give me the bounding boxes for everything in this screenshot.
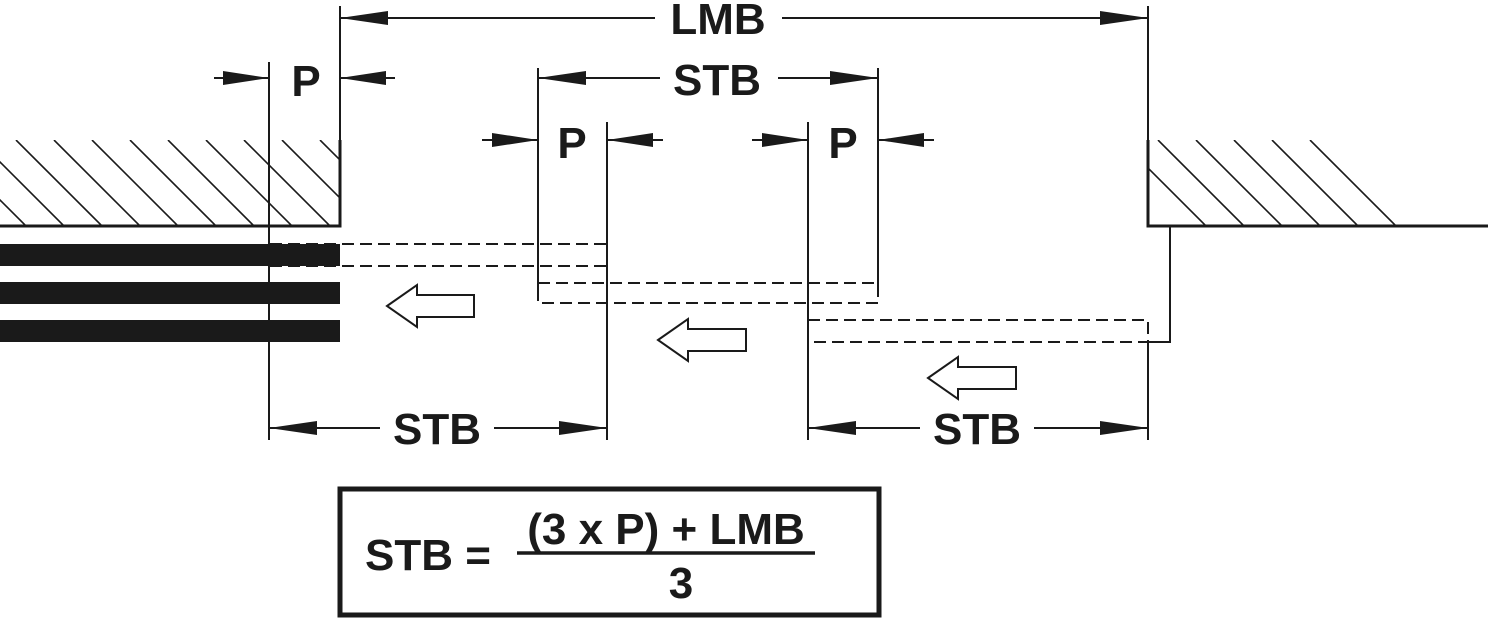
lmb-label: LMB: [670, 0, 765, 44]
stb-bottom-left-label: STB: [393, 405, 481, 454]
extension-lines: [268, 6, 1149, 440]
formula-lhs: STB =: [365, 531, 491, 580]
direction-arrow-left-icon: [656, 317, 747, 363]
right-end-bracket: [1148, 225, 1171, 343]
arrow-right-icon: [1100, 421, 1148, 435]
formula-denominator: 3: [669, 559, 693, 608]
p-left-dimension: P: [214, 57, 395, 106]
stb-bottom-right-dimension: STB: [808, 405, 1148, 454]
p-mid1-label: P: [557, 119, 586, 168]
runner-bar-1: [0, 244, 340, 266]
left-wall-hatching: [0, 140, 340, 226]
direction-arrows: [385, 283, 1017, 401]
stb-bottom-left-dimension: STB: [269, 405, 607, 454]
formula-box: STB = (3 x P) + LMB 3: [337, 486, 882, 618]
left-wall-outline: [0, 140, 342, 228]
p-mid2-dimension: P: [752, 119, 934, 168]
arrow-left-icon: [607, 133, 653, 147]
right-wall-hatching: [1148, 140, 1397, 226]
arrow-left-icon: [808, 421, 856, 435]
arrow-left-icon: [538, 71, 586, 85]
arrow-right-icon: [1100, 11, 1148, 25]
arrow-right-icon: [559, 421, 607, 435]
right-wall-outline: [1146, 140, 1488, 228]
extended-member-2: [537, 282, 879, 304]
arrow-right-icon: [762, 133, 808, 147]
arrow-left-icon: [878, 133, 924, 147]
extended-member-3: [807, 319, 1149, 343]
p-mid2-label: P: [828, 119, 857, 168]
stb-top-label: STB: [673, 56, 761, 105]
stb-bottom-right-label: STB: [933, 405, 1021, 454]
direction-arrow-left-icon: [385, 283, 475, 329]
lmb-dimension: LMB: [340, 0, 1148, 44]
left-wall: [0, 140, 342, 228]
arrow-left-icon: [340, 71, 386, 85]
p-left-label: P: [291, 57, 320, 106]
arrow-right-icon: [223, 71, 269, 85]
p-mid1-dimension: P: [482, 119, 663, 168]
runner-bar-2: [0, 282, 340, 304]
right-wall: [1146, 140, 1488, 228]
stb-top-dimension: STB: [538, 56, 878, 105]
runner-bar-3: [0, 320, 340, 342]
arrow-left-icon: [269, 421, 317, 435]
runner-bars: [0, 244, 340, 342]
extended-members: [269, 225, 1171, 343]
arrow-right-icon: [830, 71, 878, 85]
arrow-left-icon: [340, 11, 388, 25]
arrow-right-icon: [492, 133, 538, 147]
formula-numerator: (3 x P) + LMB: [527, 505, 805, 554]
direction-arrow-left-icon: [926, 355, 1017, 401]
